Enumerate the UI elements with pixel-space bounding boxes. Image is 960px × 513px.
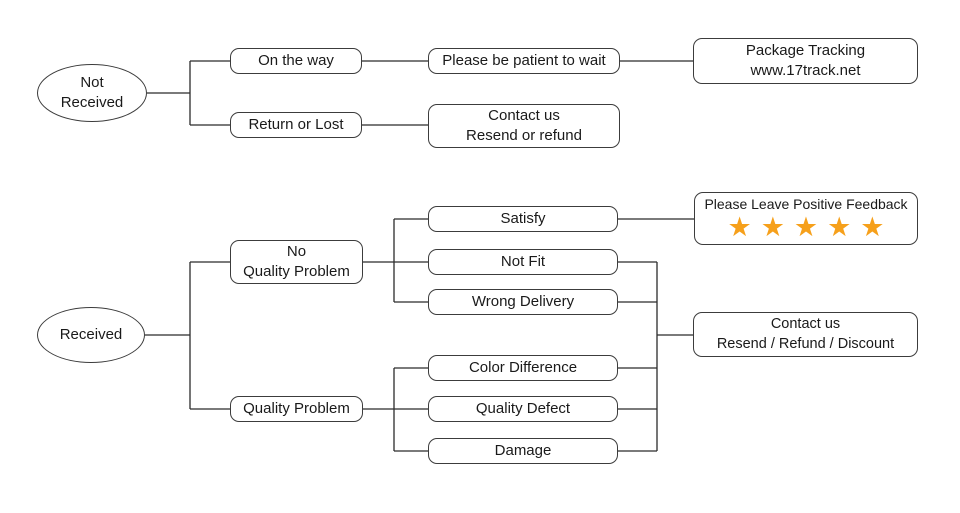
- node-contact-resend-refund-discount-line2: Resend / Refund / Discount: [716, 335, 895, 352]
- five-star-rating-icon: ★★★★★: [727, 211, 894, 242]
- node-no-quality-problem-line1: No: [286, 243, 307, 261]
- node-quality-problem-label: Quality Problem: [243, 400, 350, 418]
- node-positive-feedback: Please Leave Positive Feedback ★★★★★: [694, 192, 918, 245]
- node-satisfy: Satisfy: [428, 206, 618, 232]
- node-not-received-line1: Not: [80, 74, 104, 92]
- node-contact-resend-refund-discount: Contact us Resend / Refund / Discount: [693, 312, 918, 357]
- node-quality-defect-label: Quality Defect: [475, 400, 571, 418]
- node-received: Received: [37, 307, 145, 363]
- node-no-quality-problem: No Quality Problem: [230, 240, 363, 284]
- node-on-the-way: On the way: [230, 48, 362, 74]
- node-wrong-delivery: Wrong Delivery: [428, 289, 618, 315]
- node-damage: Damage: [428, 438, 618, 464]
- node-damage-label: Damage: [494, 442, 552, 460]
- node-not-received-line2: Received: [60, 94, 124, 111]
- node-package-tracking: Package Tracking www.17track.net: [693, 38, 918, 84]
- node-contact-resend-refund-line1: Contact us: [488, 107, 560, 125]
- node-wrong-delivery-label: Wrong Delivery: [471, 293, 575, 311]
- node-quality-defect: Quality Defect: [428, 396, 618, 422]
- node-be-patient-label: Please be patient to wait: [442, 52, 606, 70]
- node-package-tracking-line1: Package Tracking: [745, 42, 866, 60]
- node-package-tracking-url: www.17track.net: [750, 62, 861, 79]
- node-return-or-lost-label: Return or Lost: [248, 116, 344, 134]
- node-not-fit-label: Not Fit: [500, 253, 546, 271]
- node-return-or-lost: Return or Lost: [230, 112, 362, 138]
- node-contact-resend-refund: Contact us Resend or refund: [428, 104, 620, 148]
- node-not-received: Not Received: [37, 64, 147, 122]
- node-contact-resend-refund-discount-line1: Contact us: [770, 316, 841, 333]
- node-satisfy-label: Satisfy: [500, 210, 546, 228]
- node-not-fit: Not Fit: [428, 249, 618, 275]
- node-color-difference-label: Color Difference: [468, 359, 578, 377]
- node-positive-feedback-label: Please Leave Positive Feedback: [704, 196, 908, 212]
- node-color-difference: Color Difference: [428, 355, 618, 381]
- node-quality-problem: Quality Problem: [230, 396, 363, 422]
- node-be-patient: Please be patient to wait: [428, 48, 620, 74]
- node-on-the-way-label: On the way: [258, 52, 334, 70]
- node-contact-resend-refund-line2: Resend or refund: [466, 127, 582, 144]
- node-no-quality-problem-line2: Quality Problem: [243, 263, 350, 280]
- node-received-label: Received: [59, 326, 123, 344]
